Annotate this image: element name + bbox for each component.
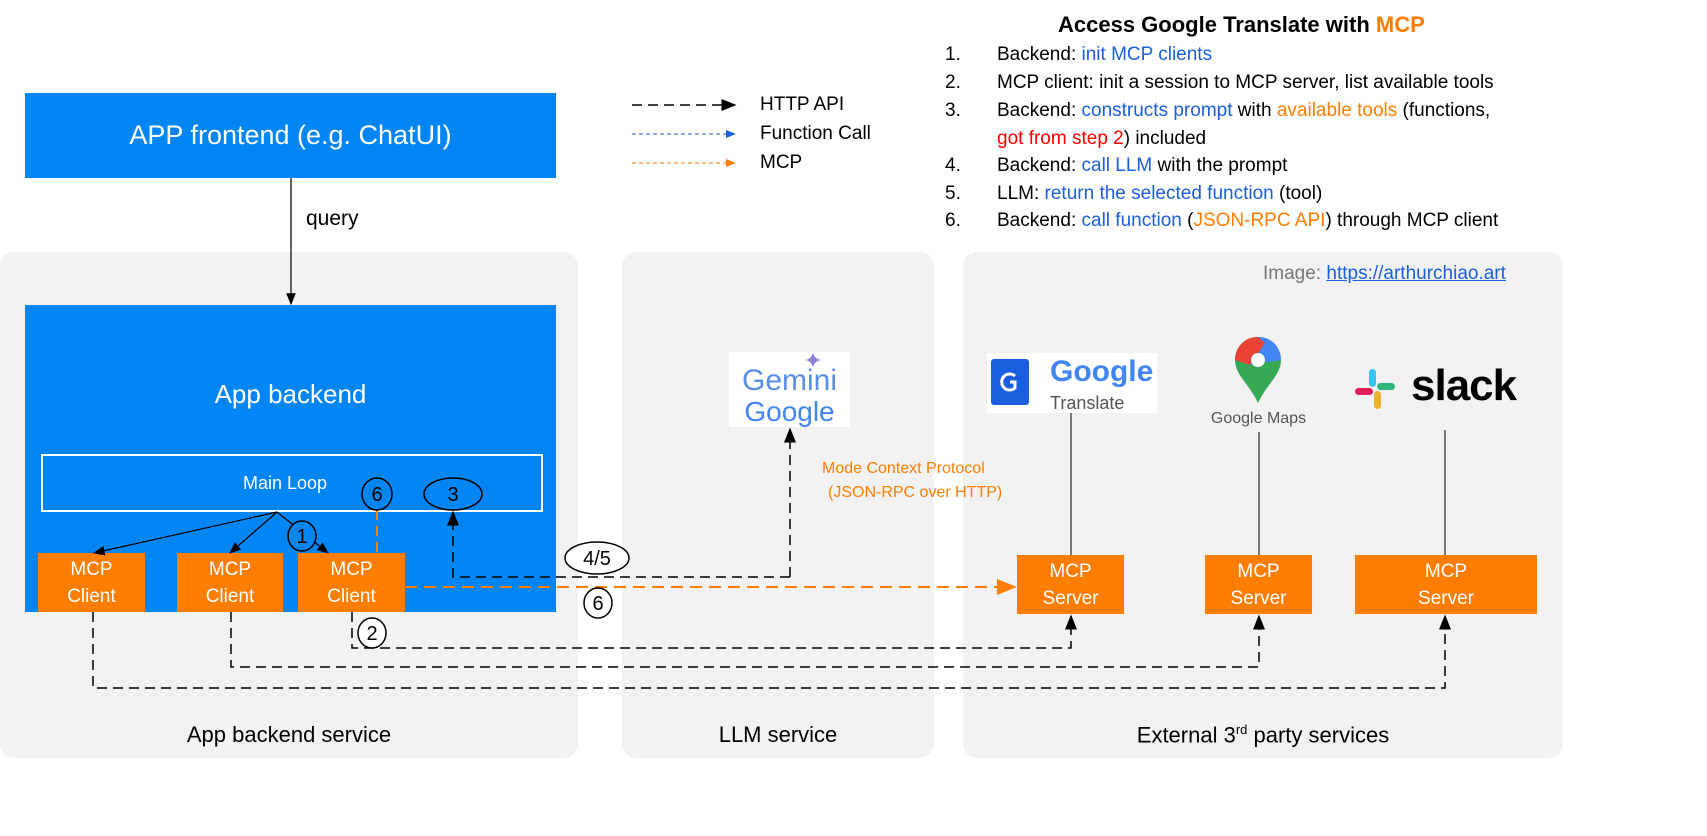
- app-backend-title: App backend: [214, 379, 367, 409]
- marker-6-top-label: 6: [371, 484, 382, 506]
- marker-6-top: [361, 477, 393, 511]
- google-translate-logo: Google Translate: [987, 353, 1157, 413]
- image-credit: Image: https://arthurchiao.art: [1263, 263, 1506, 284]
- panel-label-backend: App backend service: [186, 722, 392, 747]
- sparkle-icon: [805, 352, 821, 368]
- map-pin-icon: [1235, 337, 1281, 403]
- panel-external-services: [963, 252, 1563, 758]
- panel-llm-service: [622, 252, 934, 758]
- query-label: query: [306, 207, 359, 230]
- marker-2: [357, 617, 387, 649]
- legend-http: HTTP API: [760, 94, 845, 115]
- marker-6-bottom: [583, 587, 613, 619]
- credit-link[interactable]: https://arthurchiao.art: [1326, 263, 1506, 284]
- marker-6-bottom-label: 6: [592, 593, 603, 615]
- slack-logo: slack: [1355, 361, 1537, 415]
- panel-label-llm: LLM service: [718, 722, 838, 747]
- marker-45: [564, 541, 630, 575]
- main-loop-label: Main Loop: [243, 473, 328, 493]
- init-arrow-1: [92, 511, 278, 556]
- init-arrow-2: [229, 511, 278, 554]
- legend-mcp: MCP: [760, 152, 803, 173]
- translate-icon: [991, 359, 1029, 405]
- marker-3-label: 3: [447, 484, 458, 506]
- app-frontend-box: APP frontend (e.g. ChatUI): [25, 93, 556, 178]
- main-loop-box: [41, 454, 543, 512]
- marker-3: [423, 477, 483, 511]
- diagram-title: Access Google Translate with MCP: [1058, 12, 1425, 37]
- gemini-logo: Gemini Google: [729, 352, 850, 427]
- legend-function-call: Function Call: [760, 123, 871, 144]
- http-client2-maps: [230, 612, 1265, 668]
- google-maps-logo: Google Maps: [1205, 335, 1312, 432]
- panel-label-external: External 3rd party services: [1136, 722, 1390, 748]
- marker-2-label: 2: [366, 623, 377, 645]
- marker-45-label: 4/5: [583, 548, 611, 570]
- protocol-label-line2: (JSON-RPC over HTTP): [828, 484, 1003, 501]
- llm-http-path: [447, 510, 790, 578]
- marker-1: [287, 520, 317, 552]
- slack-icon: [1355, 369, 1395, 409]
- protocol-label-line1: Mode Context Protocol: [822, 460, 985, 477]
- marker-1-label: 1: [296, 526, 307, 548]
- http-client1-slack: [92, 612, 1451, 689]
- http-client3-translate: [351, 612, 1077, 649]
